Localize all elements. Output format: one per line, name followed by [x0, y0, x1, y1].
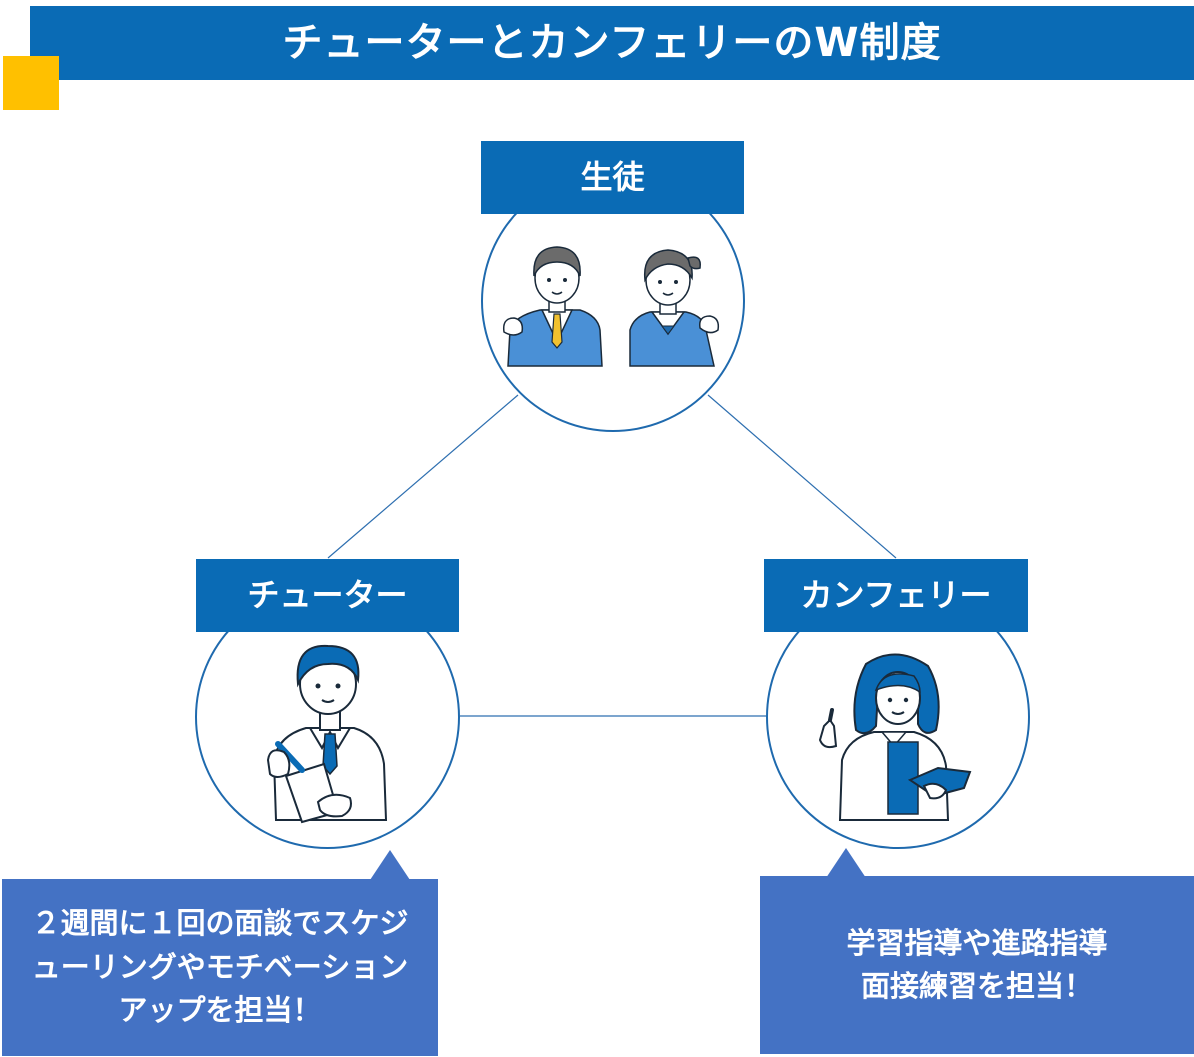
tutor-illustration	[266, 644, 388, 824]
line-student-tutor	[327, 394, 519, 559]
page-title: チューターとカンフェリーのW制度	[30, 6, 1194, 80]
counselor-label: カンフェリー	[764, 559, 1028, 632]
boy-student-icon	[502, 246, 603, 367]
tutor-speech-bubble: ２週間に１回の面談でスケジューリングやモチベーションアップを担当！	[2, 879, 438, 1056]
tutor-label: チューター	[196, 559, 459, 632]
students-illustration	[502, 246, 720, 367]
girl-student-icon	[629, 249, 720, 367]
line-student-counselor	[707, 394, 897, 559]
counselor-bubble-tail	[826, 848, 866, 878]
tutor-bubble-text: ２週間に１回の面談でスケジューリングやモチベーションアップを担当！	[31, 906, 409, 1028]
counselor-bubble-line1: 学習指導や進路指導	[846, 925, 1108, 960]
counselor-illustration	[818, 653, 972, 821]
counselor-speech-bubble: 学習指導や進路指導 面接練習を担当！	[760, 876, 1194, 1054]
counselor-bubble-line2: 面接練習を担当！	[860, 969, 1093, 1003]
accent-square	[3, 56, 59, 110]
student-label: 生徒	[481, 141, 744, 214]
tutor-bubble-tail	[370, 850, 410, 880]
